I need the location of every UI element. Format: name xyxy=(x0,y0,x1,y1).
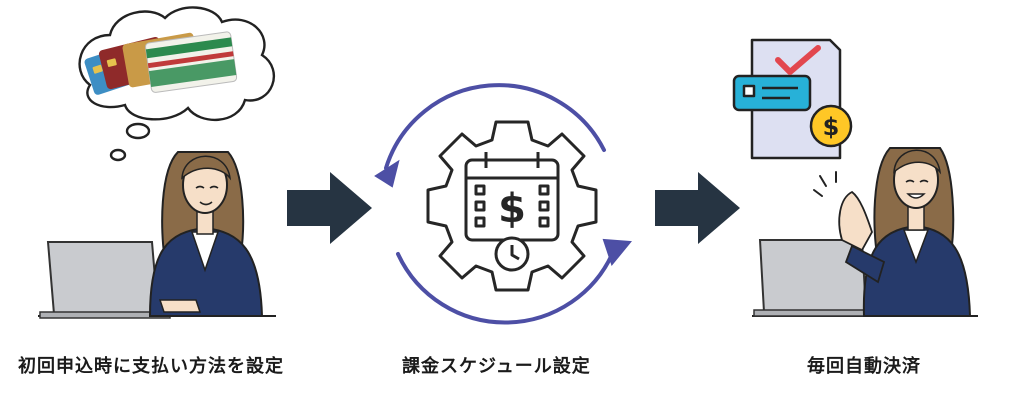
step2-caption: 課金スケジュール設定 xyxy=(402,356,591,377)
cycle-arrows-icon xyxy=(374,83,632,325)
step3-caption: 毎回自動決済 xyxy=(807,356,921,377)
svg-text:$: $ xyxy=(823,113,840,141)
step1-figure xyxy=(38,6,276,319)
gear-calendar-dollar-icon: $ xyxy=(426,120,598,292)
woman-clapping xyxy=(813,147,972,317)
arrow-right-icon xyxy=(655,172,740,244)
arrow-right-icon xyxy=(287,172,372,244)
dollar-coin-icon: $ xyxy=(809,104,853,148)
woman-typing xyxy=(148,151,264,317)
credit-card-icon xyxy=(84,31,238,95)
step1-caption: 初回申込時に支払い方法を設定 xyxy=(18,356,284,377)
svg-text:$: $ xyxy=(498,186,526,232)
